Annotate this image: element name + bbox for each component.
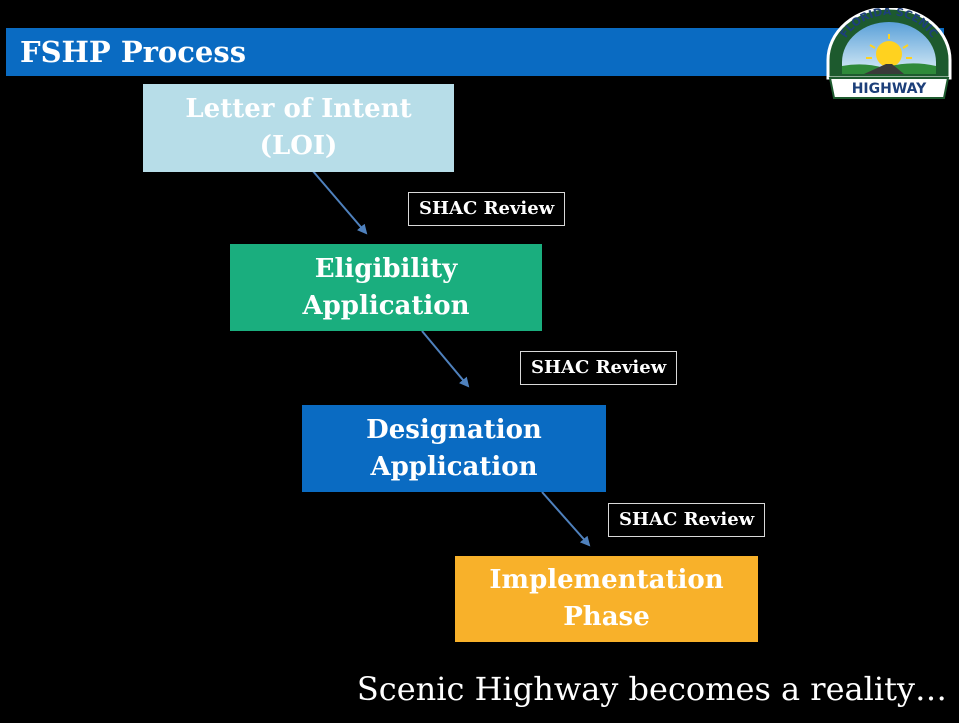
step-designation-application: Designation Application xyxy=(302,405,606,492)
sun-icon xyxy=(866,34,912,67)
review-label-2: SHAC Review xyxy=(520,351,678,385)
title-bar: FSHP Process xyxy=(6,28,944,76)
florida-scenic-highway-logo: FLORIDA SCENIC HIGHWAY xyxy=(826,8,952,99)
step-line: Application xyxy=(302,290,470,321)
step-line: Eligibility xyxy=(314,253,458,284)
step-line: Phase xyxy=(563,602,650,632)
logo-banner-text: HIGHWAY xyxy=(852,81,927,97)
step-eligibility-application: Eligibility Application xyxy=(230,244,542,331)
arrow-2 xyxy=(421,330,470,388)
step-line: Letter of Intent xyxy=(185,94,412,124)
arrow-1 xyxy=(311,169,368,235)
slide-title: FSHP Process xyxy=(20,35,247,69)
arrow-3 xyxy=(541,491,591,547)
step-implementation-phase: Implementation Phase xyxy=(455,556,758,642)
review-label-1: SHAC Review xyxy=(408,192,566,226)
step-letter-of-intent: Letter of Intent (LOI) xyxy=(143,84,454,172)
footer-caption: Scenic Highway becomes a reality… xyxy=(356,670,947,708)
review-label-3: SHAC Review xyxy=(608,503,766,537)
step-line: Application xyxy=(370,451,538,482)
step-line: (LOI) xyxy=(259,131,338,161)
step-line: Designation xyxy=(366,414,542,445)
step-line: Implementation xyxy=(489,565,724,595)
